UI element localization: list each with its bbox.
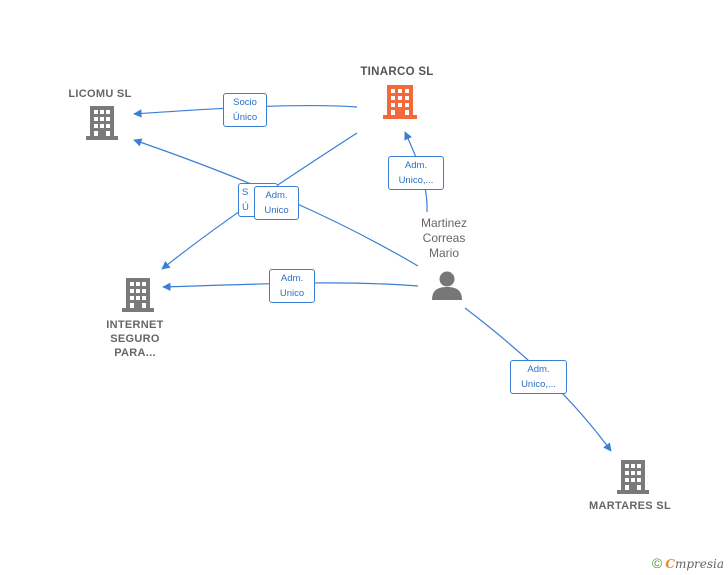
brand-initial: C: [665, 557, 675, 571]
edge-label-adm-licomu-line-1: Adm.: [265, 190, 288, 201]
edge-label-adm-internet[interactable]: Adm. Unico: [269, 269, 315, 303]
edge-label-adm-tinarco-line-2: Unico,...: [398, 175, 434, 186]
edge-label-adm-martares-line-2: Unico,...: [521, 379, 556, 390]
edge-label-adm-licomu[interactable]: Adm. Unico: [254, 186, 299, 220]
edge-label-socio-unico-line-2: Único: [232, 112, 258, 123]
tinarco-building-icon[interactable]: [383, 85, 417, 119]
edge-label-adm-tinarco[interactable]: Adm. Unico,...: [388, 156, 444, 190]
person-name[interactable]: Martinez Correas Mario: [404, 216, 484, 261]
tinarco-label[interactable]: TINARCO SL: [360, 66, 434, 78]
brand-rest: mpresia: [674, 557, 724, 571]
internet-label-line-2: SEGURO: [110, 333, 160, 345]
copyright-icon: ©: [652, 555, 663, 571]
edge-label-overlap-back-line-1: S: [242, 187, 249, 198]
martares-label[interactable]: MARTARES SL: [589, 500, 671, 512]
person-name-line-1: Martinez: [420, 216, 467, 230]
internet-label[interactable]: INTERNET SEGURO PARA...: [90, 318, 180, 360]
person-name-line-2: Correas: [422, 231, 466, 245]
licomu-building-icon[interactable]: [86, 106, 118, 140]
edge-label-adm-internet-line-2: Unico: [279, 288, 305, 299]
edge-label-adm-martares-line-1: Adm.: [527, 364, 550, 375]
edge-label-adm-tinarco-line-1: Adm.: [404, 160, 428, 171]
edge-label-adm-martares[interactable]: Adm. Unico,...: [510, 360, 567, 394]
internet-label-line-1: INTERNET: [106, 319, 164, 331]
edge-label-adm-licomu-line-2: Unico: [264, 205, 289, 216]
person-name-line-3: Mario: [428, 246, 459, 260]
edge-label-overlap-back-line-2: Ú: [242, 202, 249, 213]
internet-label-line-3: PARA...: [114, 347, 156, 359]
martares-building-icon[interactable]: [617, 460, 649, 494]
footer-brand[interactable]: ©Cmpresia: [652, 555, 724, 571]
edge-label-adm-internet-line-1: Adm.: [280, 273, 304, 284]
brand-logo: Cmpresia: [665, 557, 724, 571]
edge-label-socio-unico[interactable]: Socio Único: [223, 93, 267, 127]
licomu-label[interactable]: LICOMU SL: [68, 88, 132, 100]
internet-building-icon[interactable]: [122, 278, 154, 312]
person-icon[interactable]: [432, 271, 462, 301]
edge-label-socio-unico-line-1: Socio: [233, 97, 257, 108]
